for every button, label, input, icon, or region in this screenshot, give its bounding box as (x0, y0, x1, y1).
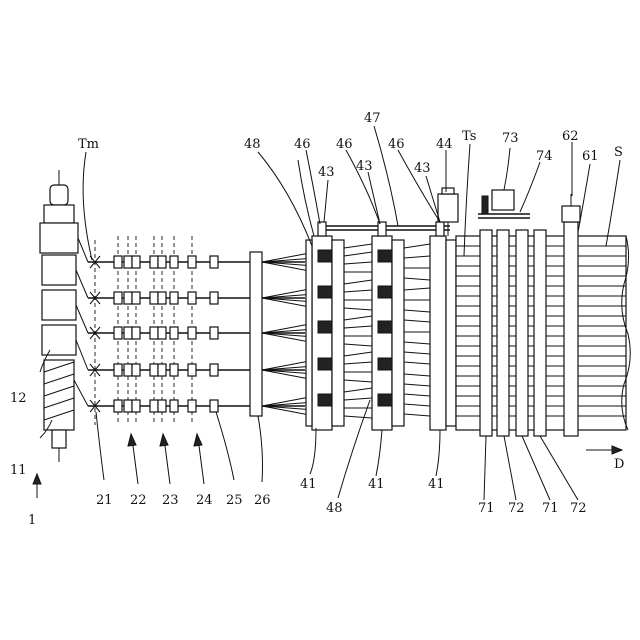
label-46-c: 46 (388, 137, 405, 152)
label-23: 23 (162, 493, 179, 508)
label-24: 24 (196, 493, 213, 508)
label-46-a: 46 (294, 137, 311, 152)
label-12: 12 (10, 391, 27, 406)
label-s: S (614, 145, 623, 160)
label-71-b: 71 (542, 501, 559, 516)
label-ts: Ts (462, 129, 476, 144)
label-25: 25 (226, 493, 243, 508)
label-71-a: 71 (478, 501, 495, 516)
label-48-top: 48 (244, 137, 261, 152)
extruder-column (40, 170, 88, 462)
direction-arrow (586, 446, 622, 454)
label-43-b: 43 (356, 159, 373, 174)
guide-rollers (114, 236, 218, 425)
label-74: 74 (536, 149, 553, 164)
label-tm: Tm (78, 137, 99, 152)
label-41-c: 41 (428, 477, 445, 492)
label-44: 44 (436, 137, 453, 152)
collector-bar (250, 252, 262, 416)
label-11: 11 (10, 463, 27, 478)
label-72-b: 72 (570, 501, 587, 516)
label-62: 62 (562, 129, 579, 144)
label-48-bottom: 48 (326, 501, 343, 516)
label-61: 61 (582, 149, 599, 164)
label-47: 47 (364, 111, 381, 126)
label-22: 22 (130, 493, 147, 508)
label-21: 21 (96, 493, 113, 508)
label-41-a: 41 (300, 477, 317, 492)
label-43-a: 43 (318, 165, 335, 180)
label-26: 26 (254, 493, 271, 508)
label-46-b: 46 (336, 137, 353, 152)
label-d: D (614, 457, 624, 472)
label-73: 73 (502, 131, 519, 146)
label-43-c: 43 (414, 161, 431, 176)
drafting-frames (306, 222, 456, 430)
label-41-b: 41 (368, 477, 385, 492)
label-72-a: 72 (508, 501, 525, 516)
label-1: 1 (28, 513, 36, 528)
